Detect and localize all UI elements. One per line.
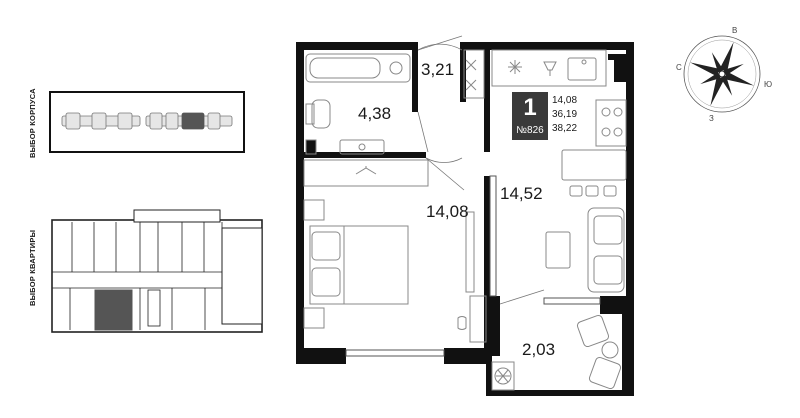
area-bathroom: 4,38 — [358, 104, 392, 123]
desk — [469, 295, 487, 343]
apartment-areas: 14,08 36,19 38,22 — [552, 94, 577, 136]
selected-apartment — [94, 289, 133, 331]
area-kitchen: 14,52 — [500, 184, 543, 203]
building-selector[interactable] — [49, 91, 245, 153]
compass-icon — [683, 35, 761, 113]
area-bedroom: 14,08 — [426, 202, 469, 221]
compass-east-label: Ю — [764, 80, 773, 89]
compass-north-label: В — [732, 26, 738, 35]
apartment-info: 1 №826 14,08 36,19 38,22 — [512, 92, 582, 140]
bathtub — [305, 53, 411, 83]
area-balcony: 2,03 — [522, 340, 556, 359]
wardrobe — [303, 159, 429, 187]
total-area-with-balcony: 38,22 — [552, 123, 578, 134]
selected-building-section — [181, 112, 205, 130]
living-area: 14,08 — [552, 95, 578, 106]
sink — [339, 139, 385, 155]
area-hall: 3,21 — [421, 60, 455, 79]
compass-south-label: З — [709, 114, 714, 123]
dining-table — [561, 149, 627, 181]
apartment-code: №826 — [516, 125, 544, 136]
building-section-left[interactable] — [61, 112, 141, 130]
floor-plan — [296, 35, 634, 396]
stove — [595, 99, 627, 147]
building-section-right[interactable] — [145, 112, 233, 130]
coffee-table — [545, 231, 571, 269]
total-area: 36,19 — [552, 109, 578, 120]
apartment-badge: 1 №826 — [512, 92, 548, 140]
sofa — [587, 207, 625, 293]
bed — [309, 225, 409, 305]
apartment-selector[interactable] — [51, 209, 263, 333]
kitchen-counter — [491, 49, 607, 87]
room-count: 1 — [523, 94, 537, 121]
toilet — [311, 99, 331, 129]
compass-west-label: С — [676, 63, 682, 72]
